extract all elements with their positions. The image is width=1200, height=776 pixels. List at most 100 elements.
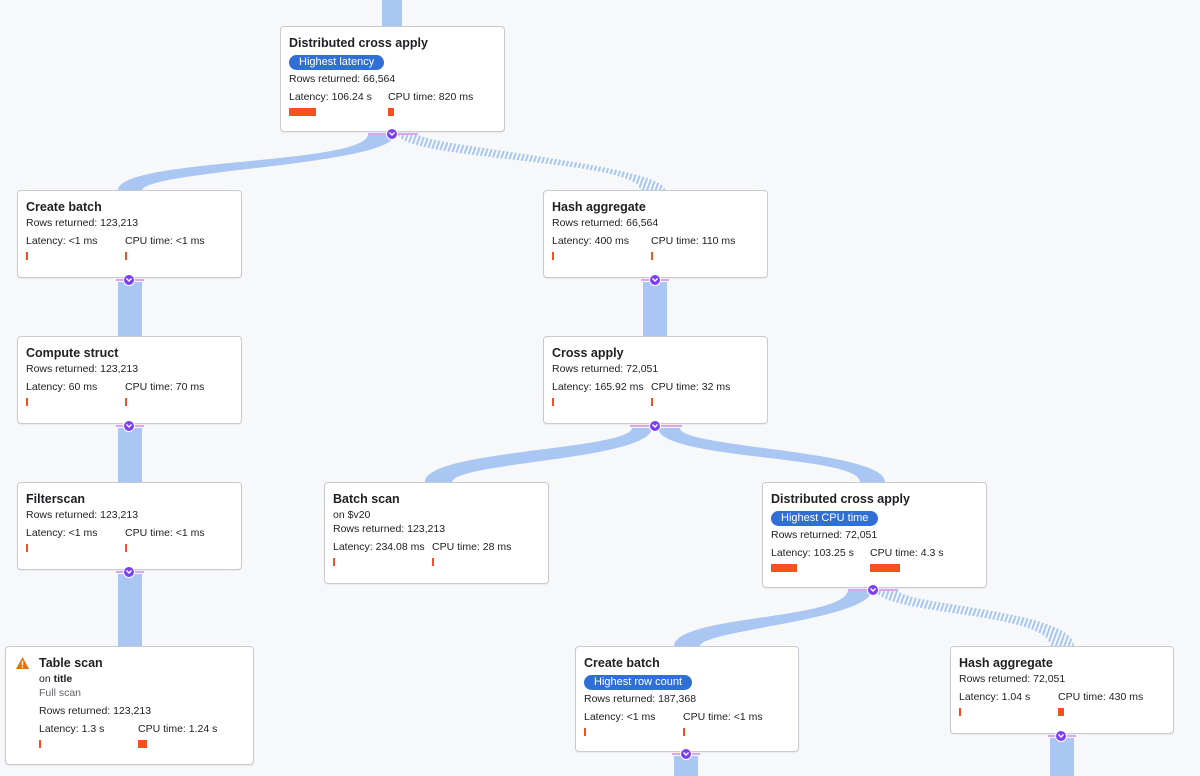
highest-latency-badge: Highest latency (289, 55, 385, 70)
latency-bar (552, 252, 554, 260)
chevron-down-icon (870, 588, 876, 592)
scan-target: on title (39, 673, 73, 685)
latency-bar (959, 708, 961, 716)
plan-node-batch-scan[interactable]: Batch scan on $v20 Rows returned: 123,21… (324, 482, 549, 584)
latency-metric: Latency: 1.04 s (959, 691, 1030, 716)
collapse-toggle-n10[interactable] (680, 748, 692, 760)
cpu-bar (125, 544, 127, 552)
collapse-toggle-n1[interactable] (386, 128, 398, 140)
node-metrics: Latency: <1 ms CPU time: <1 ms (584, 711, 790, 751)
cpu-bar (125, 398, 127, 406)
edge-n11-outgoing (1050, 738, 1074, 776)
rows-returned: Rows returned: 72,051 (552, 363, 659, 375)
node-title: Hash aggregate (959, 656, 1053, 670)
node-title: Filterscan (26, 492, 86, 506)
collapse-toggle-n3[interactable] (649, 274, 661, 286)
latency-metric: Latency: <1 ms (26, 527, 98, 552)
rows-returned: Rows returned: 123,213 (26, 217, 139, 229)
latency-bar (26, 252, 28, 260)
latency-metric: Latency: <1 ms (26, 235, 98, 260)
latency-metric: Latency: <1 ms (584, 711, 656, 736)
chevron-down-icon (389, 132, 395, 136)
rows-returned: Rows returned: 66,564 (289, 73, 396, 85)
plan-node-cross-apply[interactable]: Cross apply Rows returned: 72,051 Latenc… (543, 336, 768, 424)
plan-node-distributed-cross-apply-2[interactable]: Distributed cross apply Highest CPU time… (762, 482, 987, 588)
collapse-toggle-n11[interactable] (1055, 730, 1067, 742)
plan-node-create-batch-2[interactable]: Create batch Highest row count Rows retu… (575, 646, 799, 752)
node-title: Create batch (26, 200, 102, 214)
latency-bar (552, 398, 554, 406)
rows-returned: Rows returned: 66,564 (552, 217, 659, 229)
highest-cpu-badge: Highest CPU time (771, 511, 879, 526)
warning-icon (16, 656, 29, 674)
latency-bar (39, 740, 41, 748)
node-metrics: Latency: 106.24 s CPU time: 820 ms (289, 91, 496, 131)
cpu-metric: CPU time: 70 ms (125, 381, 204, 406)
edge-n8-to-n10 (674, 590, 872, 646)
cpu-bar (125, 252, 127, 260)
cpu-metric: CPU time: 820 ms (388, 91, 473, 116)
edge-n6-to-n9 (118, 574, 142, 646)
cpu-bar (870, 564, 900, 572)
plan-node-compute-struct[interactable]: Compute struct Rows returned: 123,213 La… (17, 336, 242, 424)
cpu-bar (138, 740, 147, 748)
rows-returned: Rows returned: 187,368 (584, 693, 697, 705)
latency-bar (289, 108, 316, 116)
scan-target: on $v20 (333, 509, 371, 521)
latency-metric: Latency: 60 ms (26, 381, 97, 406)
cpu-bar (432, 558, 434, 566)
node-metrics: Latency: 165.92 ms CPU time: 32 ms (552, 381, 759, 421)
node-metrics: Latency: 1.3 s CPU time: 1.24 s (39, 723, 245, 763)
cpu-metric: CPU time: 430 ms (1058, 691, 1143, 716)
collapse-toggle-n5[interactable] (649, 420, 661, 432)
scan-type: Full scan (39, 687, 82, 699)
cpu-bar (1058, 708, 1064, 716)
cpu-metric: CPU time: <1 ms (125, 235, 205, 260)
edge-n3-to-n5 (643, 282, 667, 336)
plan-node-create-batch[interactable]: Create batch Rows returned: 123,213 Late… (17, 190, 242, 278)
cpu-metric: CPU time: 28 ms (432, 541, 511, 566)
collapse-toggle-n4[interactable] (123, 420, 135, 432)
edge-n10-outgoing (674, 756, 698, 776)
node-title: Cross apply (552, 346, 624, 360)
node-metrics: Latency: <1 ms CPU time: <1 ms (26, 235, 233, 275)
rows-returned: Rows returned: 123,213 (26, 363, 139, 375)
collapse-toggle-n2[interactable] (123, 274, 135, 286)
node-metrics: Latency: 1.04 s CPU time: 430 ms (959, 691, 1165, 731)
chevron-down-icon (126, 424, 132, 428)
node-metrics: Latency: 60 ms CPU time: 70 ms (26, 381, 233, 421)
node-title: Distributed cross apply (289, 36, 428, 50)
cpu-metric: CPU time: 32 ms (651, 381, 730, 406)
collapse-toggle-n6[interactable] (123, 566, 135, 578)
rows-returned: Rows returned: 123,213 (39, 705, 152, 717)
node-title: Batch scan (333, 492, 400, 506)
chevron-down-icon (652, 278, 658, 282)
plan-node-table-scan[interactable]: Table scan on title Full scan Rows retur… (5, 646, 254, 765)
latency-metric: Latency: 1.3 s (39, 723, 104, 748)
plan-node-hash-aggregate[interactable]: Hash aggregate Rows returned: 66,564 Lat… (543, 190, 768, 278)
collapse-toggle-n8[interactable] (867, 584, 879, 596)
edge-n5-to-n7 (425, 428, 652, 482)
rows-returned: Rows returned: 72,051 (959, 673, 1066, 685)
plan-node-hash-aggregate-2[interactable]: Hash aggregate Rows returned: 72,051 Lat… (950, 646, 1174, 734)
edge-n2-to-n4 (118, 282, 142, 336)
node-title: Table scan (39, 656, 103, 670)
latency-metric: Latency: 234.08 ms (333, 541, 425, 566)
plan-node-distributed-cross-apply[interactable]: Distributed cross apply Highest latency … (280, 26, 505, 132)
edge-n1-to-n2 (118, 134, 395, 190)
rows-returned: Rows returned: 123,213 (333, 523, 446, 535)
edge-n4-to-n6 (118, 428, 142, 482)
latency-bar (771, 564, 797, 572)
node-title: Create batch (584, 656, 660, 670)
node-title: Compute struct (26, 346, 119, 360)
chevron-down-icon (1058, 734, 1064, 738)
edge-n8-to-n11 (876, 590, 1074, 646)
node-title: Distributed cross apply (771, 492, 910, 506)
latency-bar (26, 544, 28, 552)
latency-metric: Latency: 165.92 ms (552, 381, 644, 406)
rows-returned: Rows returned: 123,213 (26, 509, 139, 521)
node-metrics: Latency: <1 ms CPU time: <1 ms (26, 527, 233, 567)
cpu-metric: CPU time: <1 ms (125, 527, 205, 552)
plan-node-filterscan[interactable]: Filterscan Rows returned: 123,213 Latenc… (17, 482, 242, 570)
